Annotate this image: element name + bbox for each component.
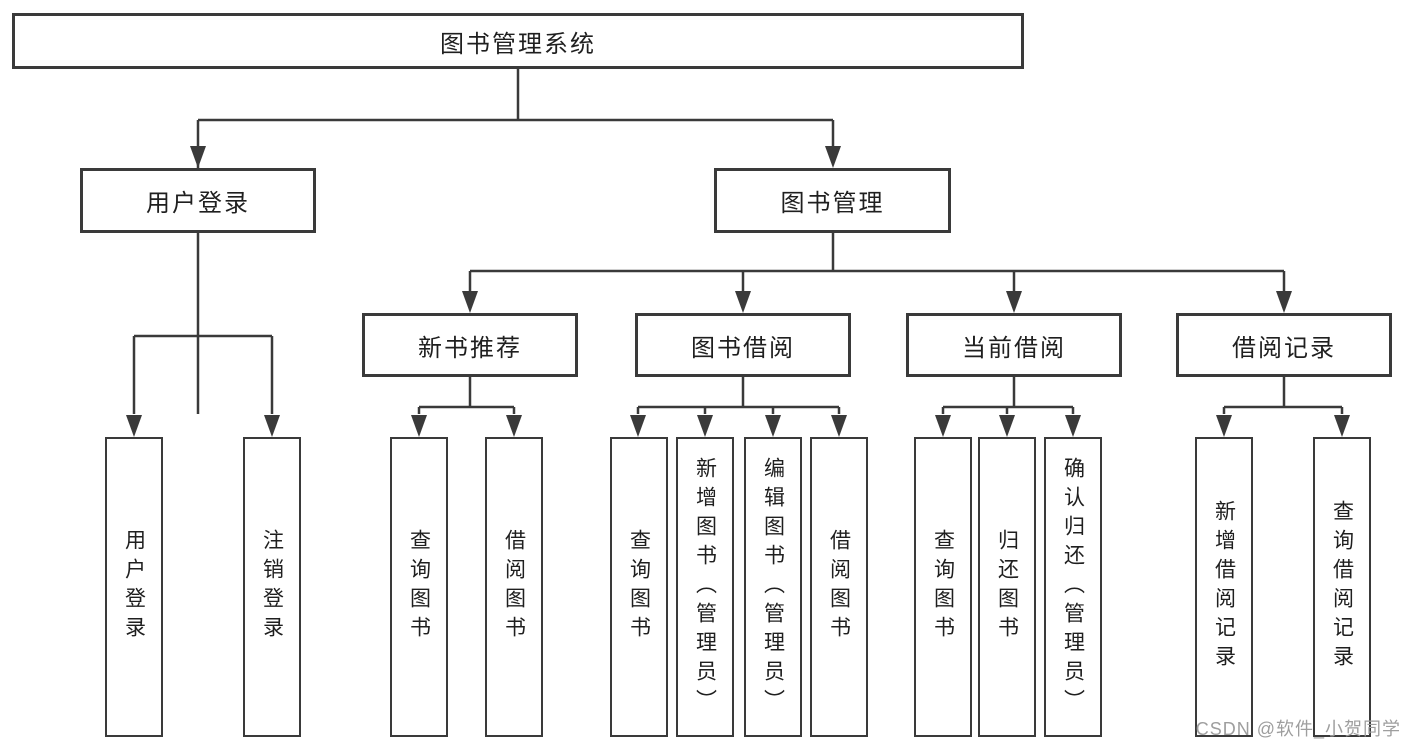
arrowhead-icon: [630, 415, 646, 437]
arrowhead-icon: [825, 146, 841, 168]
leaf-confirm-return-admin: 确认归还（管理员）: [1044, 437, 1102, 737]
node-borrowing-records: 借阅记录: [1176, 313, 1392, 377]
node-library-management-system: 图书管理系统: [12, 13, 1024, 69]
leaf-query-books-borrow: 查询图书: [610, 437, 668, 737]
node-new-book-recommendation: 新书推荐: [362, 313, 578, 377]
leaf-edit-books-admin: 编辑图书（管理员）: [744, 437, 802, 737]
arrowhead-icon: [190, 146, 206, 168]
leaf-borrow-books-recommend: 借阅图书: [485, 437, 543, 737]
leaf-query-books-current: 查询图书: [914, 437, 972, 737]
arrowhead-icon: [1334, 415, 1350, 437]
arrowhead-icon: [1065, 415, 1081, 437]
arrowhead-icon: [697, 415, 713, 437]
arrowhead-icon: [999, 415, 1015, 437]
arrowhead-icon: [765, 415, 781, 437]
arrowhead-icon: [264, 415, 280, 437]
arrowhead-icon: [1276, 291, 1292, 313]
arrowhead-icon: [735, 291, 751, 313]
leaf-return-books: 归还图书: [978, 437, 1036, 737]
node-book-borrowing: 图书借阅: [635, 313, 851, 377]
arrowhead-icon: [935, 415, 951, 437]
csdn-watermark: CSDN @软件_小贺同学: [1195, 719, 1401, 739]
node-book-management: 图书管理: [714, 168, 951, 233]
leaf-add-borrow-record: 新增借阅记录: [1195, 437, 1253, 737]
node-user-login: 用户登录: [80, 168, 316, 233]
arrowhead-icon: [462, 291, 478, 313]
leaf-user-login: 用户登录: [105, 437, 163, 737]
leaf-query-books-recommend: 查询图书: [390, 437, 448, 737]
arrowhead-icon: [506, 415, 522, 437]
leaf-logout: 注销登录: [243, 437, 301, 737]
arrowhead-icon: [1006, 291, 1022, 313]
arrowhead-icon: [411, 415, 427, 437]
arrowhead-icon: [831, 415, 847, 437]
leaf-add-books-admin: 新增图书（管理员）: [676, 437, 734, 737]
leaf-query-borrow-record: 查询借阅记录: [1313, 437, 1371, 737]
node-current-borrowing: 当前借阅: [906, 313, 1122, 377]
arrowhead-icon: [1216, 415, 1232, 437]
leaf-borrow-books: 借阅图书: [810, 437, 868, 737]
arrowhead-icon: [126, 415, 142, 437]
